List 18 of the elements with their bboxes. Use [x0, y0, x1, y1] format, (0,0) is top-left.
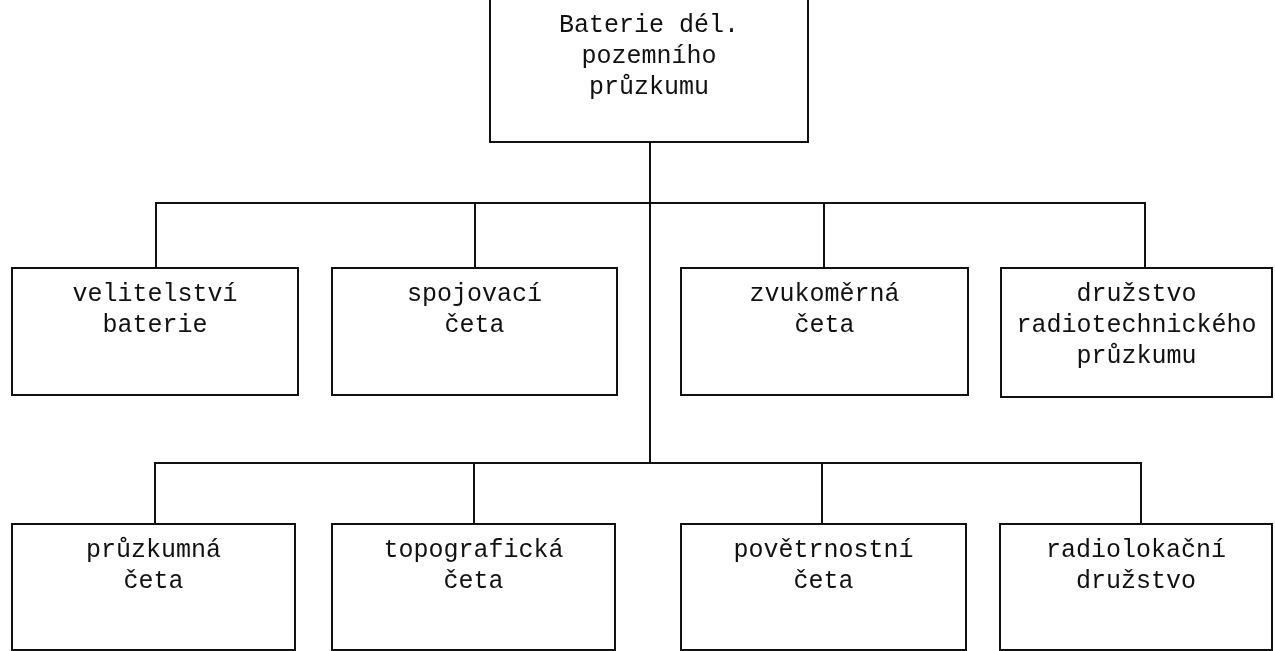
unit-label: zvukoměrná četa [748, 279, 901, 341]
org-box [680, 523, 967, 651]
unit-label: spojovací četa [406, 279, 543, 341]
unit-label: velitelství baterie [71, 279, 239, 341]
org-box [999, 523, 1273, 651]
org-box [1000, 267, 1273, 398]
org-box [331, 523, 616, 651]
org-box [331, 267, 618, 396]
org-box [11, 523, 296, 651]
org-box [489, 0, 809, 143]
unit-label: povětrnostní četa [732, 535, 915, 597]
unit-label: radiolokační družstvo [1045, 535, 1227, 597]
unit-label: družstvo radiotechnického průzkumu [1015, 279, 1258, 372]
unit-label: Baterie dél. pozemního průzkumu [558, 10, 740, 103]
unit-label: průzkumná četa [85, 535, 222, 597]
org-box [11, 267, 299, 396]
unit-label: topografická četa [382, 535, 565, 597]
org-box [680, 267, 969, 396]
